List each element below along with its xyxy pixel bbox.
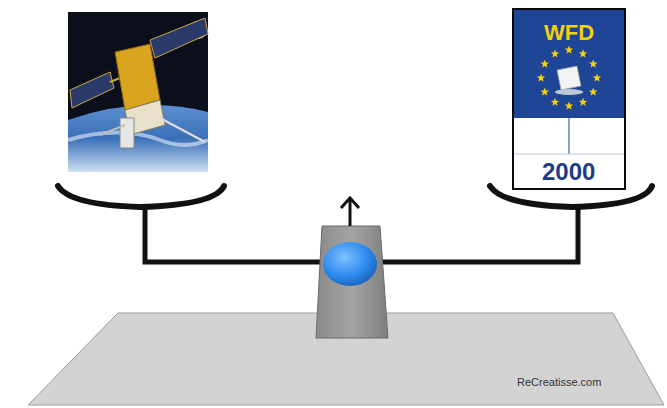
- satellite-image: [68, 12, 208, 172]
- watermark: ReCreatisse.com: [517, 376, 601, 388]
- wfd-emblem-box: WFD 2000: [512, 8, 626, 190]
- wfd-title: WFD: [544, 20, 594, 46]
- year-label: 2000: [542, 158, 595, 186]
